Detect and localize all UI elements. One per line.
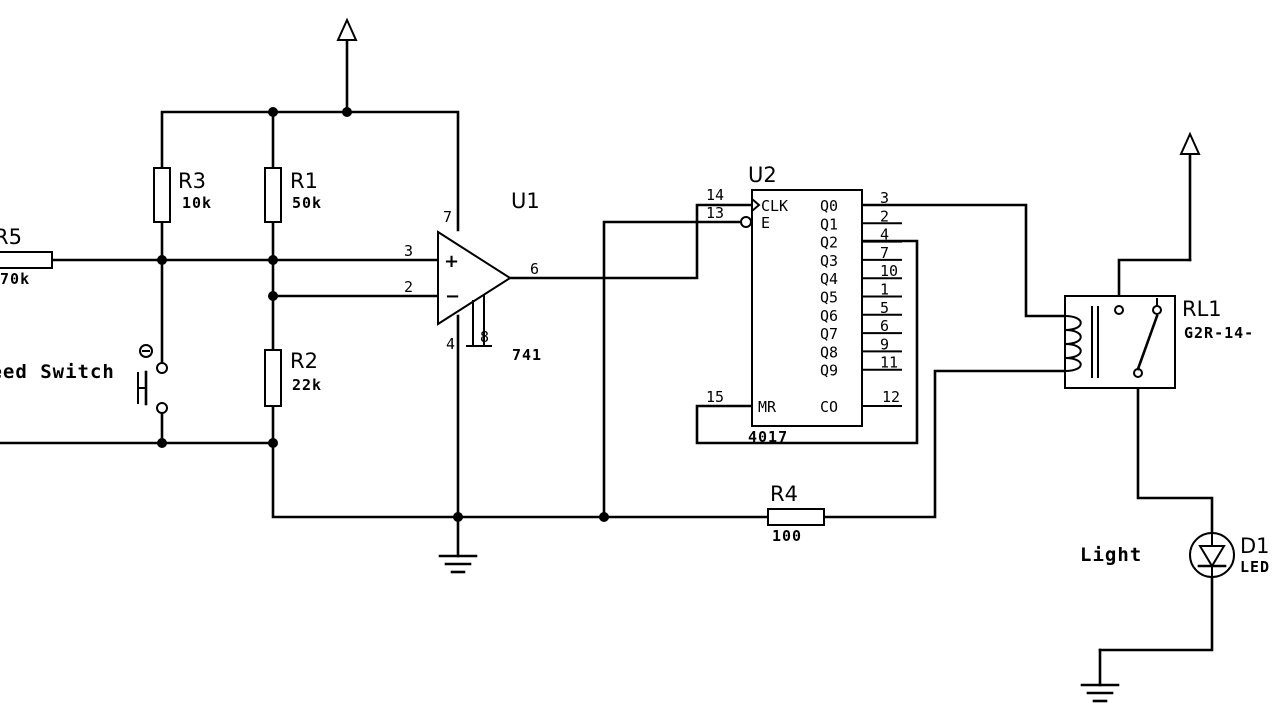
led-d1: D1 LED Light — [1080, 532, 1270, 578]
ground-symbol-right — [1080, 648, 1120, 703]
u1-plus-sign: + — [444, 251, 459, 272]
junction-dot — [157, 255, 167, 265]
resistor-r5: R5 470k — [0, 225, 53, 288]
u2-output-number: 7 — [880, 244, 889, 262]
vcc-symbol-right — [1179, 131, 1201, 262]
opamp-u1: + − U1 741 3 2 6 7 4 8 — [404, 189, 542, 364]
junction-dot — [599, 512, 609, 522]
junction-dot — [342, 107, 352, 117]
u2-pin-mr-name: MR — [758, 398, 777, 416]
u2-output-number: 6 — [880, 317, 889, 335]
reed-switch-label: Reed Switch — [0, 361, 115, 383]
u2-pin-mr-number: 15 — [706, 388, 724, 406]
junction-dot — [268, 438, 278, 448]
u2-part: 4017 — [748, 428, 788, 446]
junction-dot — [268, 291, 278, 301]
u2-output-number: 9 — [880, 335, 889, 353]
u1-pin-4: 4 — [446, 335, 455, 353]
r3-ref: R3 — [178, 169, 206, 193]
u2-pin-e-number: 13 — [706, 204, 724, 222]
resistor-r3: R3 10k — [153, 167, 212, 223]
u2-output-name: Q2 — [820, 234, 838, 252]
u2-output-name: Q7 — [820, 325, 838, 343]
u1-pin-8: 8 — [480, 328, 489, 346]
u2-output-number: 10 — [880, 262, 898, 280]
r1-ref: R1 — [290, 169, 318, 193]
u1-ref: U1 — [511, 189, 540, 213]
resistor-r2: R2 22k — [264, 349, 322, 407]
u1-pin-7: 7 — [443, 208, 452, 226]
u2-output-name: Q0 — [820, 197, 838, 215]
u2-output-number: 11 — [880, 354, 898, 372]
u1-part: 741 — [512, 346, 542, 364]
u2-output-number: 5 — [880, 299, 889, 317]
u1-pin-2: 2 — [404, 278, 413, 296]
rl1-value: G2R-14- — [1184, 324, 1254, 342]
junction-dot — [268, 255, 278, 265]
u2-pin-clk-name: CLK — [761, 197, 788, 215]
u2-output-number: 3 — [880, 189, 889, 207]
u2-output-name: Q3 — [820, 252, 838, 270]
resistor-r1: R1 50k — [264, 167, 322, 223]
u2-ref: U2 — [748, 163, 777, 187]
junction-dot — [453, 512, 463, 522]
d1-ref: D1 — [1240, 534, 1270, 558]
u2-output-number: 1 — [880, 281, 889, 299]
u2-pin-e-name: E — [761, 214, 770, 232]
resistor-r4: R4 100 — [767, 482, 825, 545]
u1-pin-6: 6 — [530, 260, 539, 278]
r3-value: 10k — [182, 194, 212, 212]
u2-output-name: Q8 — [820, 343, 838, 361]
r5-value: 470k — [0, 270, 30, 288]
r2-value: 22k — [292, 376, 322, 394]
r4-ref: R4 — [770, 482, 798, 506]
u2-pin-co-number: 12 — [882, 388, 900, 406]
u2-pin-clk-number: 14 — [706, 186, 724, 204]
r4-value: 100 — [772, 527, 802, 545]
junction-dot — [268, 107, 278, 117]
wires — [0, 110, 1214, 652]
rl1-ref: RL1 — [1182, 297, 1222, 321]
u1-minus-sign: − — [445, 286, 460, 307]
d1-label: Light — [1080, 544, 1142, 566]
u1-pin-3: 3 — [404, 242, 413, 260]
relay-rl1: RL1 G2R-14- — [1064, 295, 1254, 389]
u2-output-name: Q4 — [820, 270, 838, 288]
vcc-symbol-left — [336, 17, 358, 114]
d1-value: LED — [1240, 558, 1270, 576]
u2-output-number: 4 — [880, 226, 889, 244]
u2-output-name: Q1 — [820, 215, 838, 233]
u2-output-name: Q5 — [820, 289, 838, 307]
junctions — [157, 107, 609, 522]
r5-ref: R5 — [0, 225, 22, 249]
r2-ref: R2 — [290, 349, 318, 373]
u2-output-name: Q9 — [820, 362, 838, 380]
u2-pin-co-name: CO — [820, 398, 838, 416]
u2-output-number: 2 — [880, 207, 889, 225]
r1-value: 50k — [292, 194, 322, 212]
u2-output-name: Q6 — [820, 307, 838, 325]
reed-switch: Reed Switch — [0, 344, 168, 414]
ground-symbol-left — [438, 515, 478, 574]
junction-dot — [157, 438, 167, 448]
